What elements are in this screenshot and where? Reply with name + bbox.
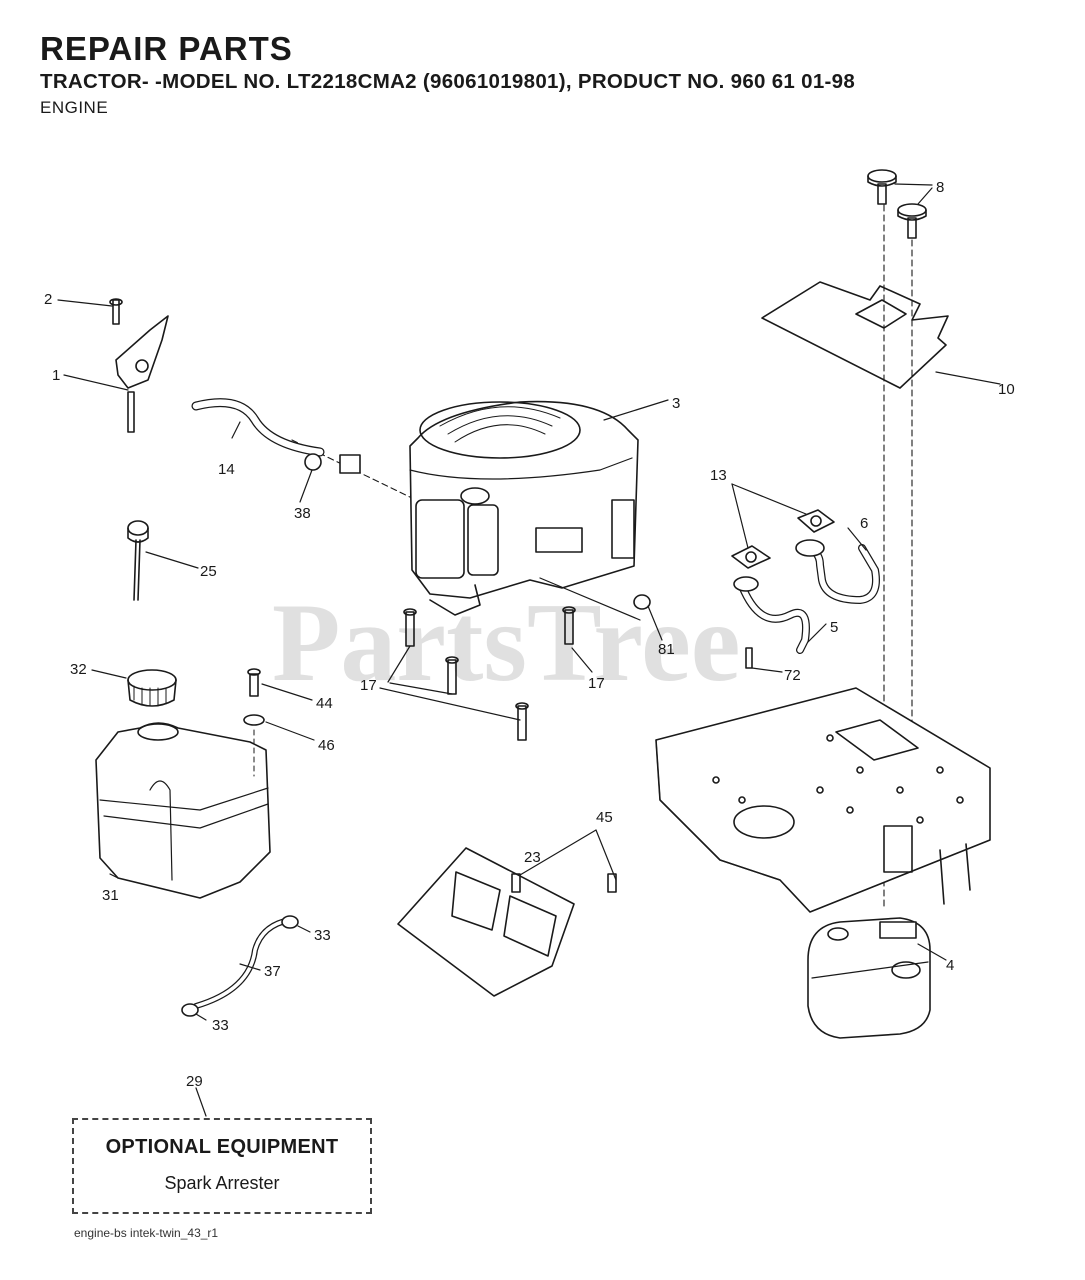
part-14-38-fuel-hose [191, 398, 361, 503]
callout-6: 6 [860, 515, 868, 532]
part-1-2-control-bracket [57, 298, 169, 433]
part-5-6-13-exhaust [731, 483, 880, 673]
callout-44: 44 [316, 695, 333, 712]
section-label: ENGINE [40, 98, 109, 117]
part-31-fuel-tank [95, 722, 271, 899]
callout-17-right: 17 [588, 675, 605, 692]
part-33-37-fuel-line [181, 915, 311, 1021]
part-8-bolts [867, 169, 933, 239]
callout-3: 3 [672, 395, 680, 412]
watermark: PartsTree [272, 581, 741, 705]
part-32-fuel-cap [91, 669, 177, 707]
tractor-frame [655, 687, 991, 913]
part-44-46-screw-washer [243, 668, 315, 777]
callout-32: 32 [70, 661, 87, 678]
callout-4: 4 [946, 957, 954, 974]
callout-8: 8 [936, 179, 944, 196]
callout-25: 25 [200, 563, 217, 580]
optional-equipment-box: OPTIONAL EQUIPMENT Spark Arrester [72, 1118, 372, 1214]
callout-5: 5 [830, 619, 838, 636]
callout-1: 1 [52, 367, 60, 384]
part-3-engine [409, 399, 669, 641]
callout-17-left: 17 [360, 677, 377, 694]
callout-14: 14 [218, 461, 235, 478]
diagram-file-id: engine-bs intek-twin_43_r1 [74, 1226, 219, 1240]
callout-29-leader [195, 1087, 207, 1117]
part-17-bolts [379, 606, 593, 741]
part-23-45-bracket [397, 829, 617, 997]
callout-72: 72 [784, 667, 801, 684]
part-4-muffler [807, 917, 947, 1039]
callout-45: 45 [596, 809, 613, 826]
callout-81: 81 [658, 641, 675, 658]
optional-equipment-title: OPTIONAL EQUIPMENT [105, 1136, 339, 1158]
optional-equipment-item: Spark Arrester [164, 1173, 280, 1193]
callout-13: 13 [710, 467, 727, 484]
callout-29: 29 [186, 1073, 203, 1090]
callout-23: 23 [524, 849, 541, 866]
part-25-dipstick [127, 520, 199, 601]
callout-33-top: 33 [314, 927, 331, 944]
callout-31: 31 [102, 887, 119, 904]
callout-38: 38 [294, 505, 311, 522]
callout-2: 2 [44, 291, 52, 308]
part-10-heat-shield [761, 281, 1001, 389]
page-title: REPAIR PARTS [40, 30, 293, 67]
callout-33-bottom: 33 [212, 1017, 229, 1034]
callout-46: 46 [318, 737, 335, 754]
header: REPAIR PARTS TRACTOR- -MODEL NO. LT2218C… [40, 30, 855, 120]
callout-37: 37 [264, 963, 281, 980]
callout-10: 10 [998, 381, 1015, 398]
model-subtitle: TRACTOR- -MODEL NO. LT2218CMA2 (96061019… [40, 70, 856, 93]
callout-labels: 2 1 3 8 10 14 38 13 6 5 72 81 25 32 44 4… [44, 179, 1015, 1090]
